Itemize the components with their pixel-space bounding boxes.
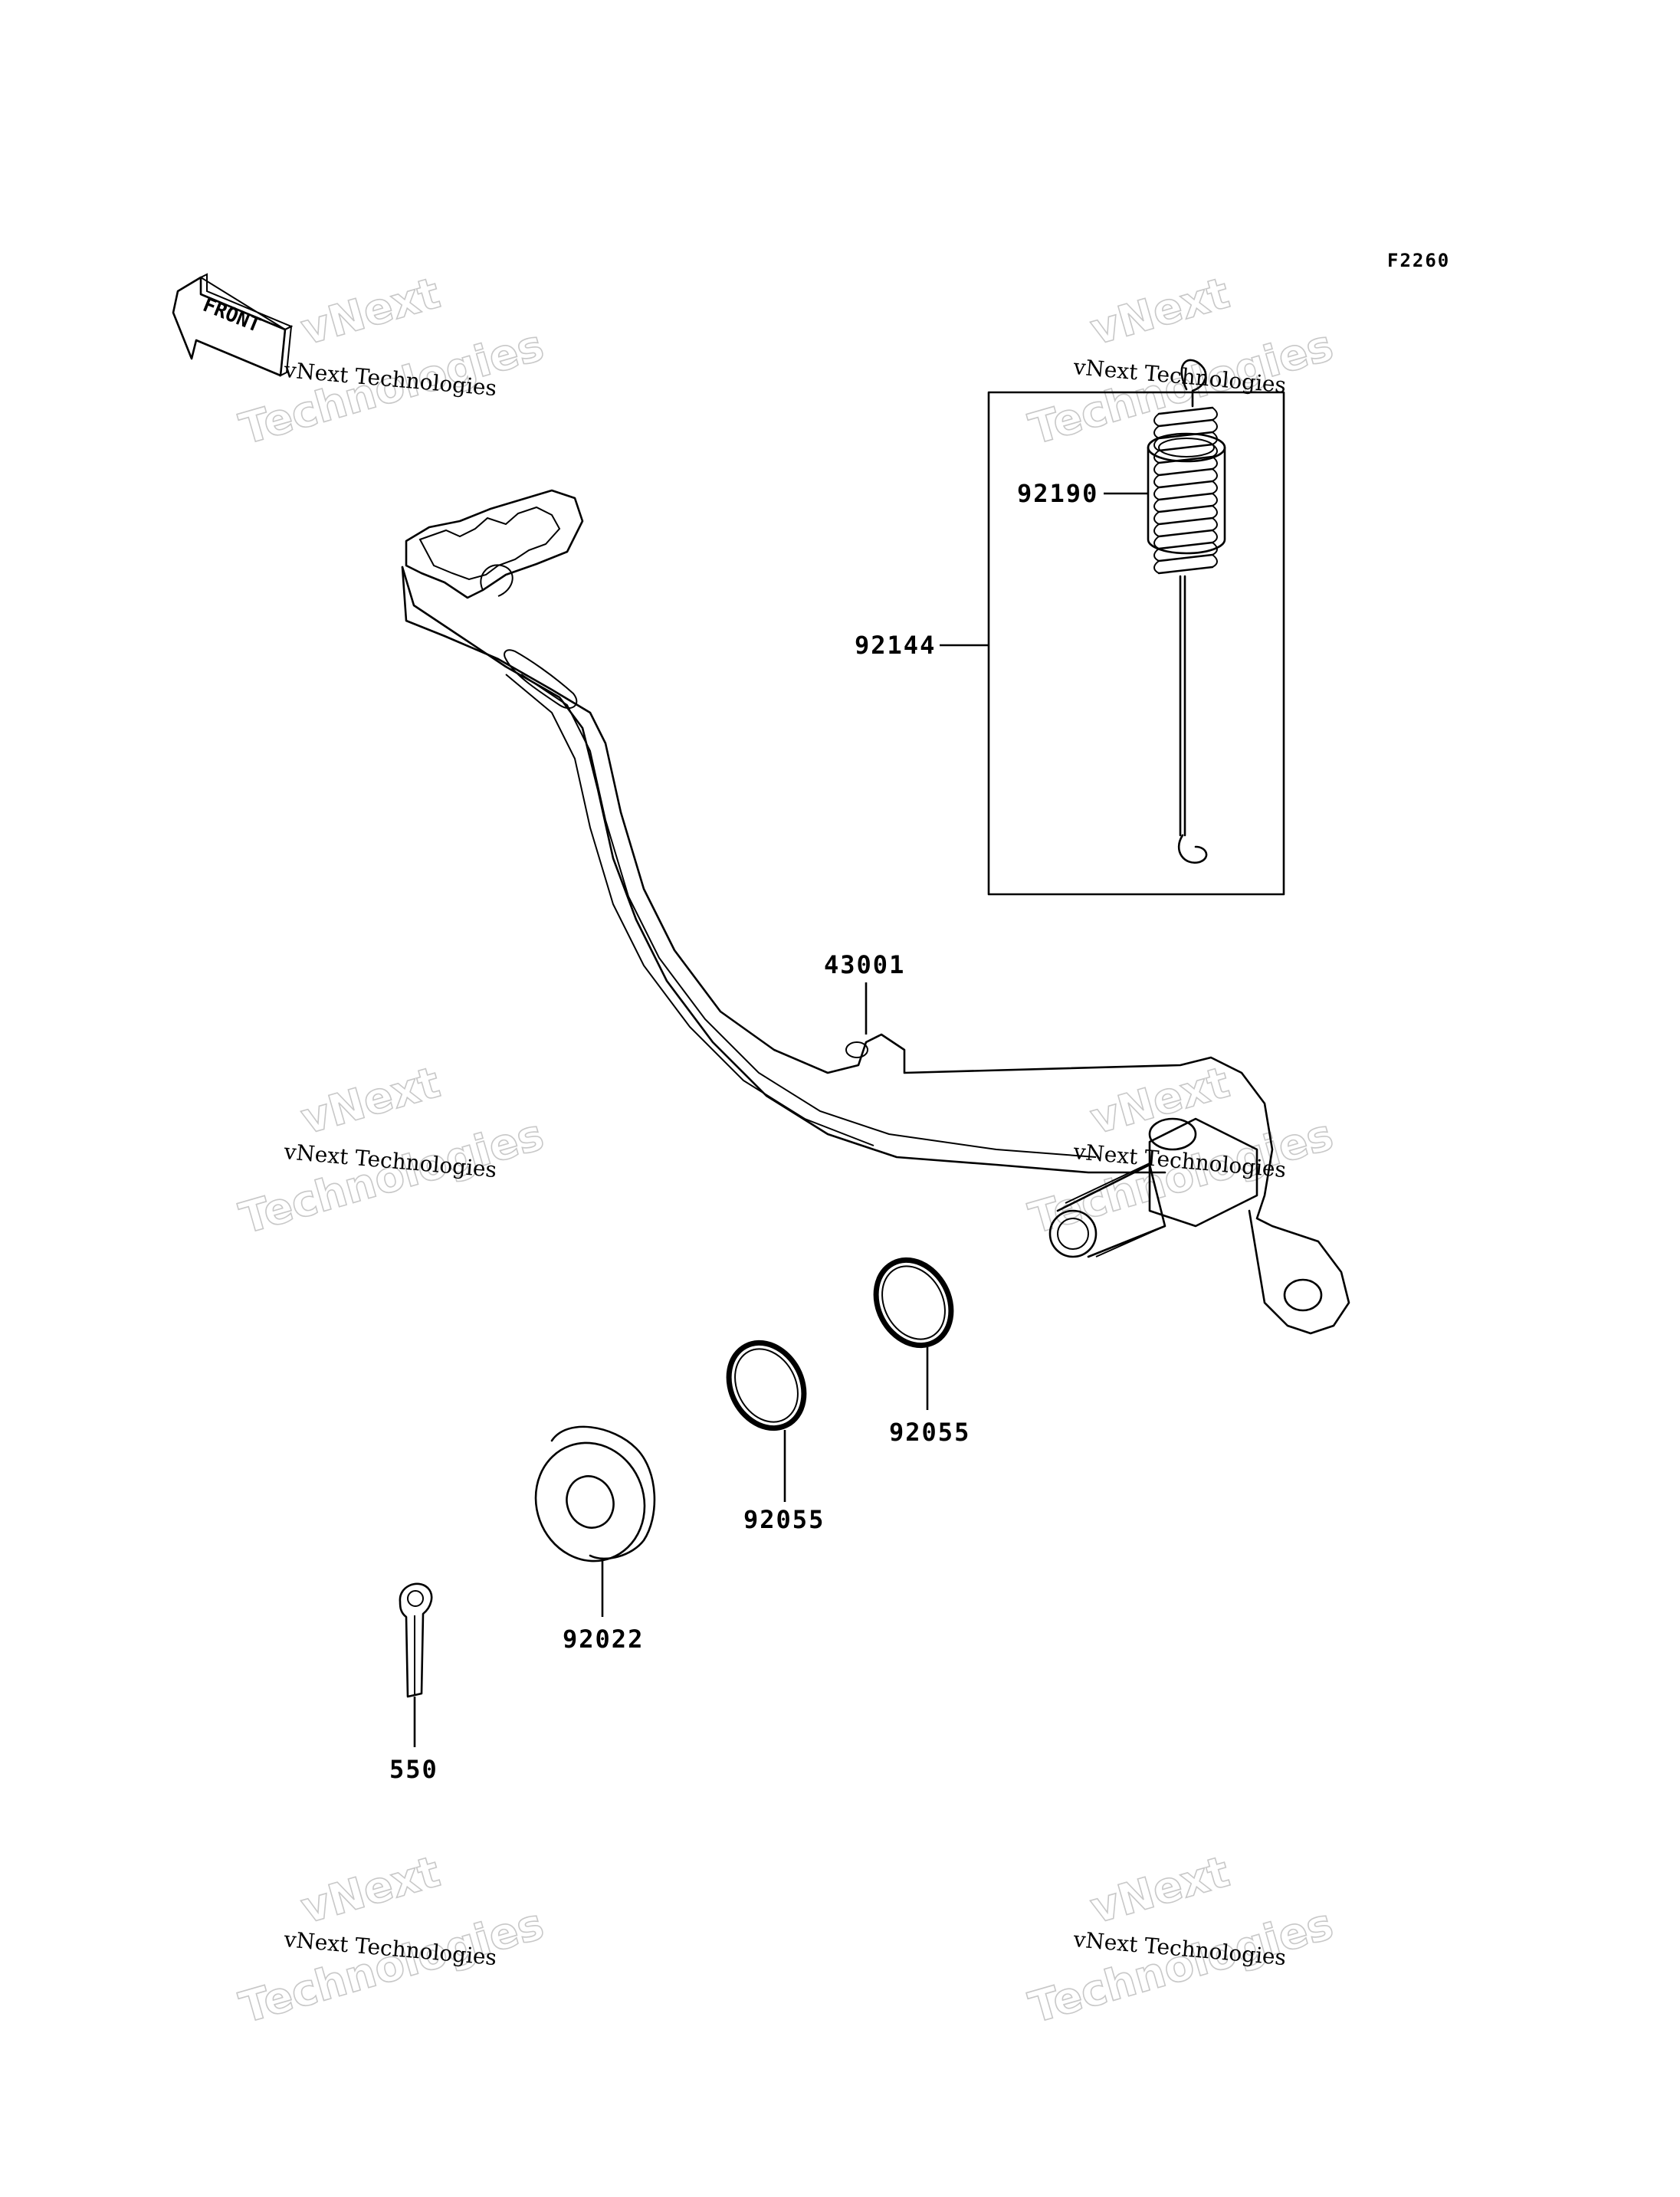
watermark-mid-right: vNext Technologies vNext Technologies xyxy=(1023,1057,1339,1244)
spring-set-box xyxy=(987,391,1285,896)
svg-text:vNext: vNext xyxy=(1085,1058,1235,1144)
watermark-bottom-right: vNext Technologies vNext Technologies xyxy=(1023,1846,1339,2034)
svg-text:Technologies: Technologies xyxy=(235,1110,550,1244)
svg-text:Technologies: Technologies xyxy=(1024,1110,1339,1244)
front-arrow-icon: FRONT xyxy=(172,273,294,377)
svg-text:vNext: vNext xyxy=(296,1058,445,1144)
svg-text:Technologies: Technologies xyxy=(235,1899,550,2033)
svg-text:vNext: vNext xyxy=(1085,268,1235,355)
washer-part xyxy=(534,1425,656,1562)
collar-part xyxy=(1147,432,1226,555)
watermark-mid-left: vNext Technologies vNext Technologies xyxy=(234,1057,550,1244)
svg-text:vNext: vNext xyxy=(296,1847,445,1933)
cotter-pin-part xyxy=(399,1582,433,1698)
figure-code: F2260 xyxy=(1387,250,1450,271)
label-spring-set: 92144 xyxy=(855,631,936,660)
svg-text:vNext: vNext xyxy=(1085,1847,1235,1933)
o-ring-lower-part xyxy=(726,1340,807,1431)
watermark-top-right: vNext Technologies vNext Technologies xyxy=(1023,267,1339,455)
svg-text:vNext: vNext xyxy=(296,268,445,355)
svg-text:Technologies: Technologies xyxy=(1024,1899,1339,2033)
label-cotter-pin: 550 xyxy=(389,1755,438,1784)
spring-part xyxy=(1153,359,1218,864)
front-label: FRONT xyxy=(199,293,264,337)
label-o-ring-lower: 92055 xyxy=(743,1505,825,1534)
watermark-bottom-left: vNext Technologies vNext Technologies xyxy=(234,1846,550,2034)
brake-pedal-part xyxy=(401,489,1350,1335)
label-o-ring-upper: 92055 xyxy=(889,1418,970,1447)
label-collar: 92190 xyxy=(1017,479,1098,508)
label-brake-pedal: 43001 xyxy=(824,950,905,979)
label-washer: 92022 xyxy=(563,1625,644,1654)
o-ring-upper-part xyxy=(873,1257,954,1349)
